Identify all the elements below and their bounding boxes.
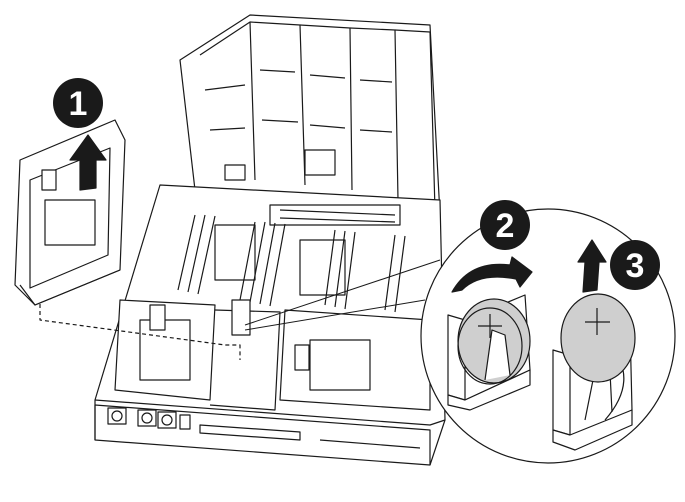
lift-arrow-icon (69, 134, 107, 191)
svg-text:1: 1 (69, 85, 88, 123)
controller-chassis (94, 184, 446, 466)
battery-right (560, 293, 636, 383)
lift-arrow-small-icon (577, 239, 607, 293)
front-ports (107, 407, 421, 449)
magnifier-leader-line (244, 259, 441, 331)
svg-text:2: 2 (496, 207, 515, 245)
air-duct (179, 14, 441, 216)
svg-text:3: 3 (626, 247, 645, 285)
callout-2: 2 (480, 200, 530, 250)
battery-holder-right (552, 293, 636, 451)
callout-1: 1 (53, 78, 103, 128)
battery-holder-left (447, 294, 531, 411)
removed-riser (14, 119, 126, 306)
callout-3: 3 (610, 240, 660, 290)
rotate-arrow-icon (451, 256, 533, 293)
